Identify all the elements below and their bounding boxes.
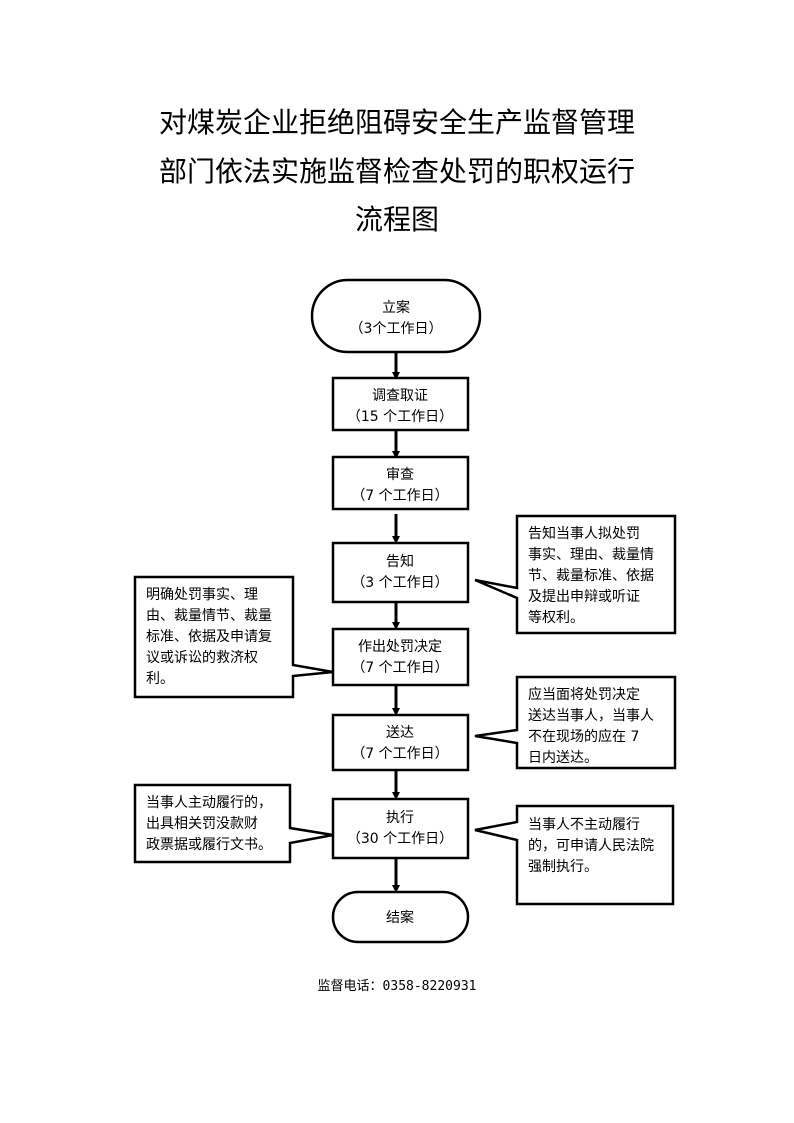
step-deliver-name: 送达	[386, 725, 414, 741]
step-deliver: 送达 （7 个工作日）	[331, 713, 470, 772]
step-execute-name: 执行	[386, 810, 414, 826]
note-execute-right-line-2: 的，可申请人民法院	[528, 838, 654, 854]
step-register: 立案 （3个工作日）	[310, 278, 482, 354]
note-execute-right-line-1: 当事人不主动履行	[528, 817, 640, 833]
note-decision: 明确处罚事实、理 由、裁量情节、裁量 标准、依据及申请复 议或诉讼的救济权 利。	[133, 575, 334, 699]
step-review-name: 审查	[386, 467, 414, 483]
step-notify: 告知 （3 个工作日）	[331, 541, 470, 604]
note-decision-line-2: 由、裁量情节、裁量	[146, 608, 272, 624]
note-notify: 告知当事人拟处罚 事实、理由、裁量情 节、裁量标准、依据 及提出申辩或听证 等权…	[474, 514, 677, 635]
note-decision-line-1: 明确处罚事实、理	[146, 587, 258, 603]
note-deliver-line-1: 应当面将处罚决定	[528, 686, 640, 703]
step-close-name: 结案	[386, 909, 414, 926]
note-execute-left: 当事人主动履行的， 出具相关罚没款财 政票据或履行文书。	[133, 783, 334, 864]
note-deliver-line-3: 不在现场的应在 7	[528, 728, 639, 745]
step-register-days: （3个工作日）	[350, 321, 443, 337]
note-execute-left-line-1: 当事人主动履行的，	[146, 795, 272, 811]
step-investigate: 调查取证 （15 个工作日）	[331, 376, 470, 432]
step-close: 结案	[331, 890, 470, 944]
note-notify-line-5: 等权利。	[528, 609, 584, 626]
step-review-days: （7 个工作日）	[351, 488, 448, 504]
step-notify-name: 告知	[386, 553, 414, 570]
supervision-phone: 监督电话：0358-8220931	[0, 975, 794, 994]
step-investigate-days: （15 个工作日）	[347, 409, 453, 425]
page-title-line-1: 对煤炭企业拒绝阻碍安全生产监督管理	[158, 106, 635, 139]
step-decision-name: 作出处罚决定	[358, 639, 442, 655]
step-deliver-days: （7 个工作日）	[351, 746, 448, 762]
step-register-name: 立案	[382, 299, 410, 316]
note-notify-line-2: 事实、理由、裁量情	[528, 547, 654, 563]
note-deliver: 应当面将处罚决定 送达当事人，当事人 不在现场的应在 7 日内送达。	[474, 675, 677, 770]
note-deliver-line-2: 送达当事人，当事人	[528, 708, 654, 724]
note-execute-left-line-3: 政票据或履行文书。	[146, 837, 272, 853]
note-decision-line-3: 标准、依据及申请复	[146, 628, 272, 645]
note-deliver-line-4: 日内送达。	[528, 750, 598, 766]
note-execute-left-line-2: 出具相关罚没款财	[146, 816, 258, 832]
step-investigate-name: 调查取证	[372, 388, 428, 404]
note-execute-right: 当事人不主动履行 的，可申请人民法院 强制执行。	[474, 804, 675, 906]
step-review: 审查 （7 个工作日）	[331, 455, 470, 511]
note-notify-line-1: 告知当事人拟处罚	[528, 525, 640, 542]
step-execute-days: （30 个工作日）	[347, 831, 453, 847]
note-execute-right-line-3: 强制执行。	[528, 859, 598, 875]
step-decision: 作出处罚决定 （7 个工作日）	[331, 627, 470, 687]
step-decision-days: （7 个工作日）	[351, 660, 448, 676]
note-decision-line-4: 议或诉讼的救济权	[146, 650, 258, 666]
note-notify-line-4: 及提出申辩或听证	[528, 589, 640, 605]
page-title-line-3: 流程图	[354, 203, 439, 236]
page-title-line-2: 部门依法实施监督检查处罚的职权运行	[158, 155, 635, 188]
step-notify-days: （3 个工作日）	[351, 575, 448, 591]
step-execute: 执行 （30 个工作日）	[331, 797, 470, 860]
phone-number: 0358-8220931	[382, 979, 477, 994]
phone-label: 监督电话：	[317, 979, 383, 994]
note-notify-line-3: 节、裁量标准、依据	[528, 568, 654, 584]
note-decision-line-5: 利。	[146, 671, 174, 687]
